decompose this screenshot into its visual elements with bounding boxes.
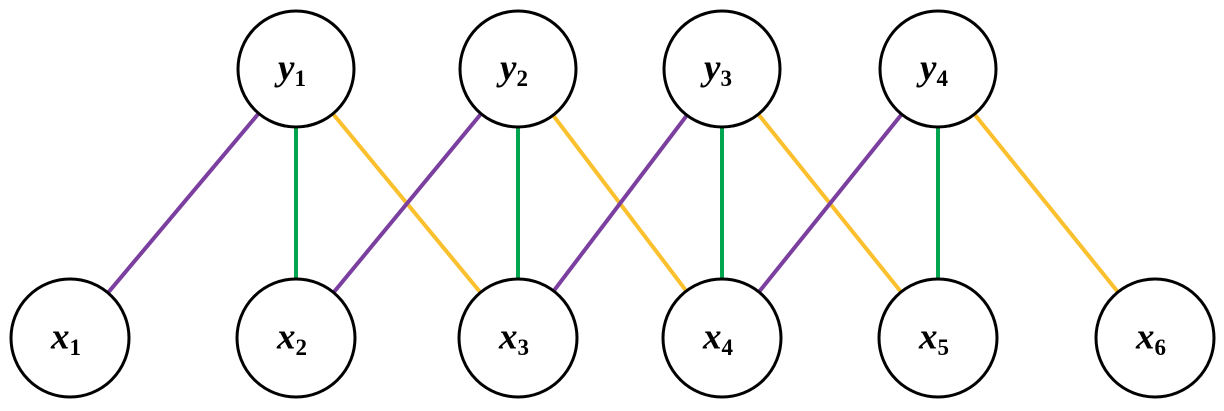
edge-layer — [105, 111, 1121, 295]
node-y2[interactable]: y2 — [458, 9, 578, 129]
node-subscript-x4: 4 — [722, 335, 734, 360]
node-y1[interactable]: y1 — [236, 9, 356, 129]
node-circle-x6[interactable] — [1094, 277, 1216, 399]
node-subscript-x5: 5 — [938, 335, 950, 360]
node-y3[interactable]: y3 — [662, 9, 782, 129]
node-subscript-x2: 2 — [296, 335, 308, 360]
node-x3[interactable]: x3 — [457, 277, 579, 399]
edge-y4-x6 — [972, 112, 1121, 295]
node-subscript-x6: 6 — [1155, 335, 1167, 360]
node-x6[interactable]: x6 — [1094, 277, 1216, 399]
node-circle-y4[interactable] — [878, 9, 998, 129]
edge-y1-x1 — [105, 111, 261, 295]
node-subscript-x1: 1 — [70, 335, 82, 360]
node-x1[interactable]: x1 — [9, 277, 131, 399]
node-circle-x3[interactable] — [457, 277, 579, 399]
edge-y4-x4 — [756, 112, 904, 295]
node-circle-y2[interactable] — [458, 9, 578, 129]
node-x2[interactable]: x2 — [235, 277, 357, 399]
node-circle-x4[interactable] — [661, 277, 783, 399]
node-x4[interactable]: x4 — [661, 277, 783, 399]
node-subscript-x3: 3 — [518, 335, 530, 360]
node-y4[interactable]: y4 — [878, 9, 998, 129]
node-subscript-y2: 2 — [516, 66, 528, 91]
node-circle-x5[interactable] — [877, 277, 999, 399]
edge-y2-x2 — [331, 111, 484, 295]
node-circle-x1[interactable] — [9, 277, 131, 399]
node-layer: x1 x2 x3 x4 x5 x6 y1 y2 y3 y4 — [9, 9, 1216, 399]
node-label-x4: x4 — [702, 316, 734, 360]
node-subscript-y3: 3 — [720, 66, 732, 91]
node-subscript-y1: 1 — [294, 66, 306, 91]
node-subscript-y4: 4 — [936, 66, 948, 91]
node-circle-y3[interactable] — [662, 9, 782, 129]
node-circle-x2[interactable] — [235, 277, 357, 399]
node-x5[interactable]: x5 — [877, 277, 999, 399]
node-label-x3: x3 — [498, 316, 529, 360]
edge-y3-x3 — [551, 113, 690, 293]
node-circle-y1[interactable] — [236, 9, 356, 129]
